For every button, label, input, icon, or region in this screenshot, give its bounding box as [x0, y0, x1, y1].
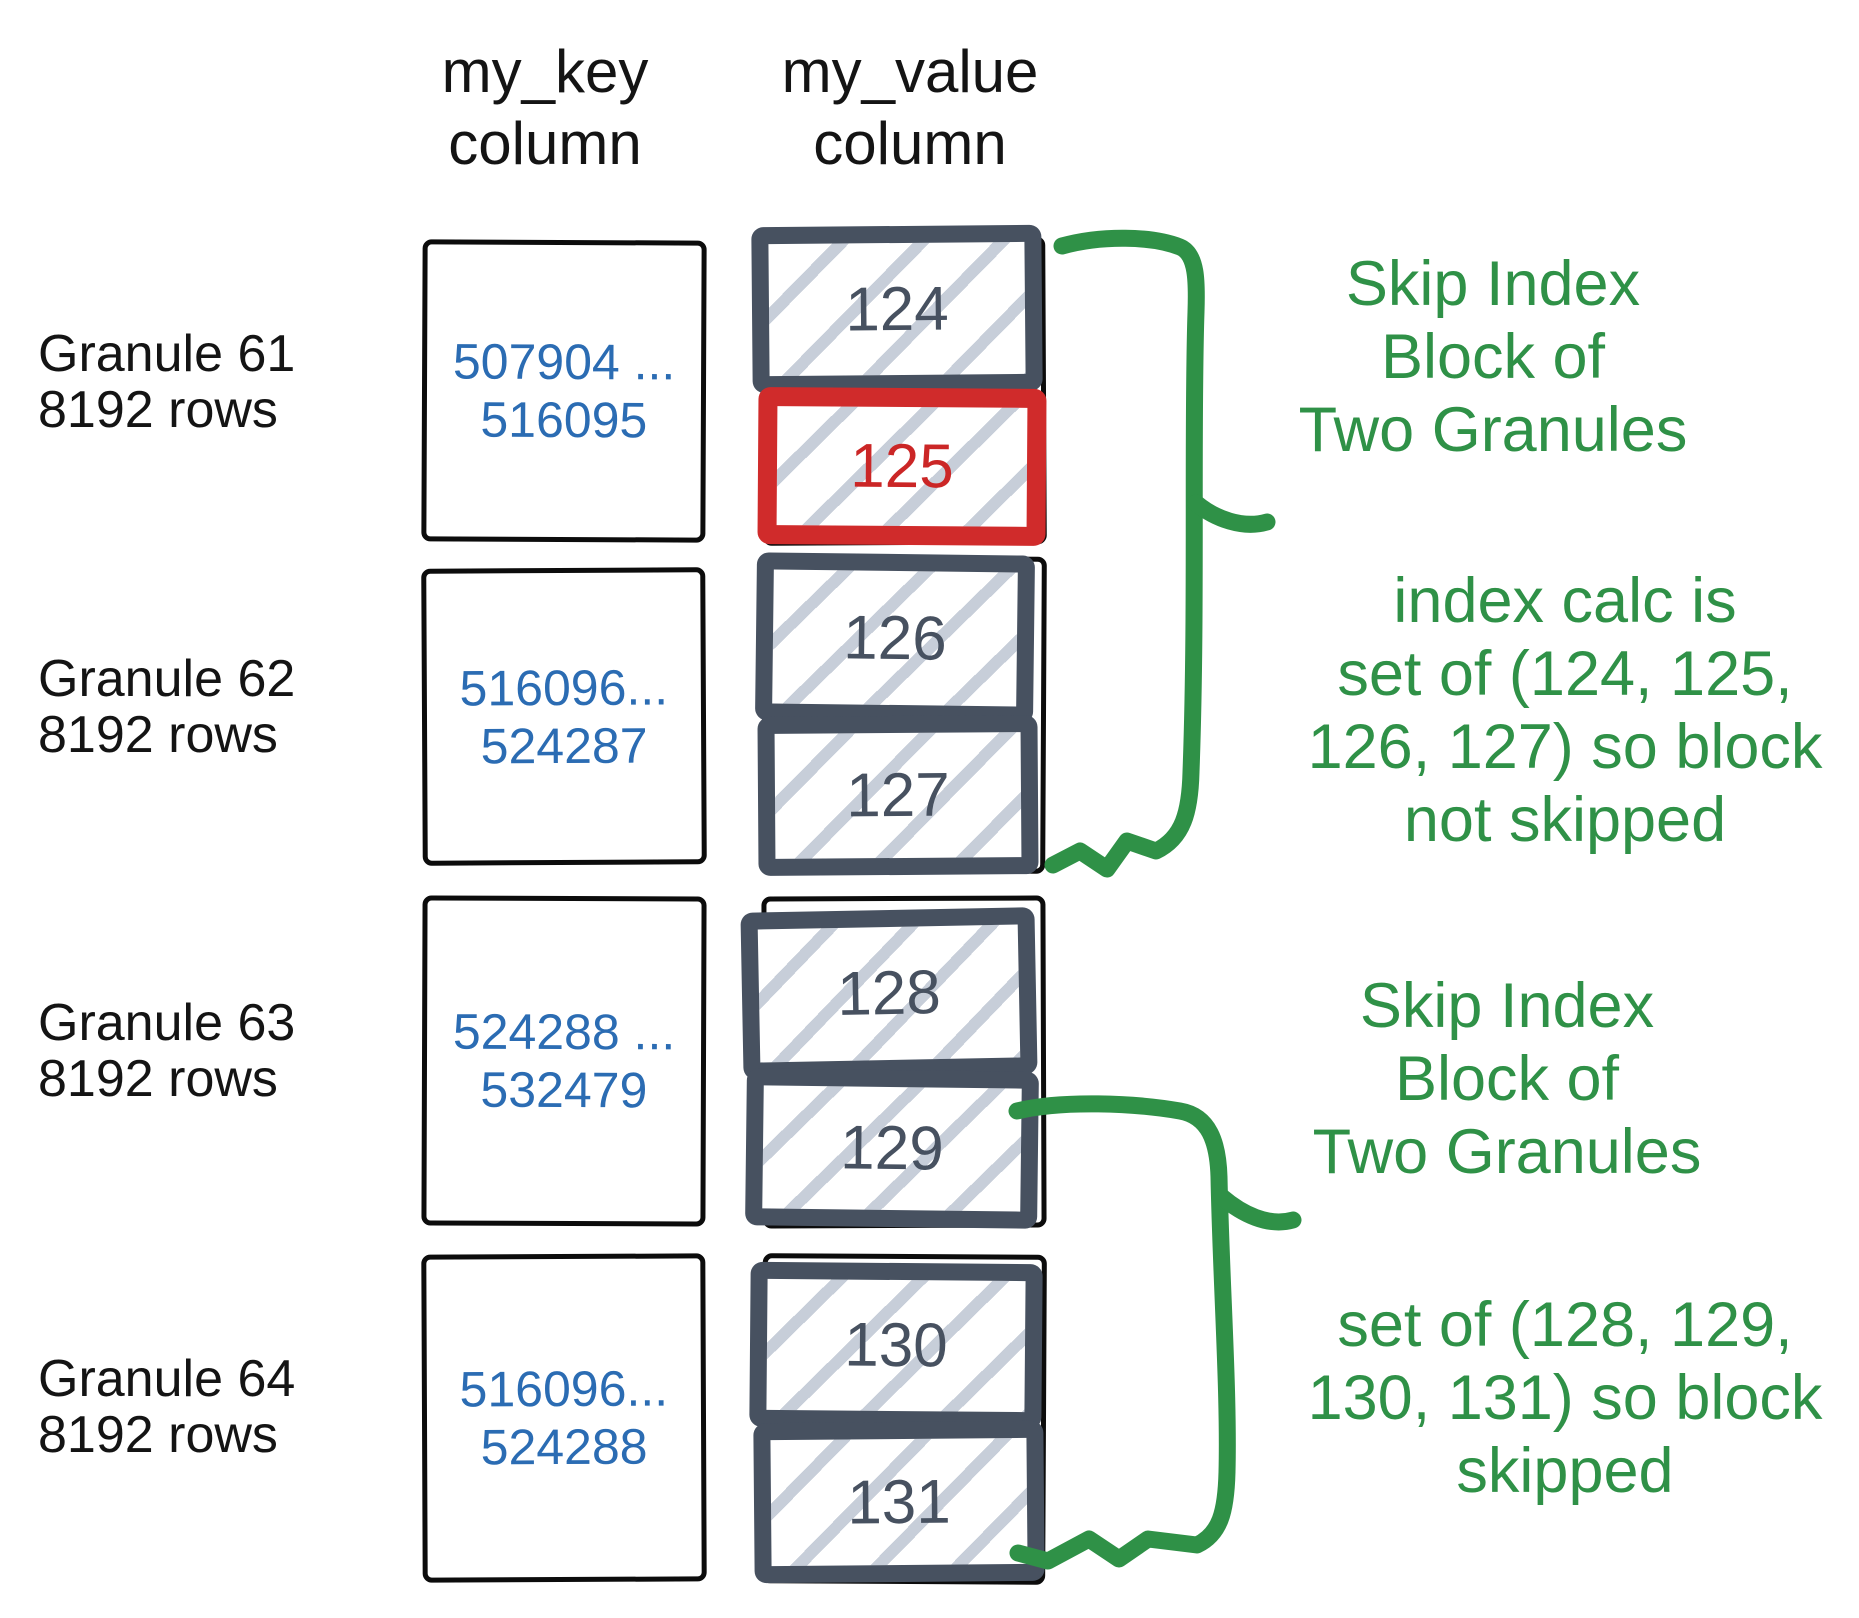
block-124-value: 124: [844, 274, 950, 344]
annotation-1-line3: Two Granules: [1298, 395, 1688, 465]
annotation-1-line2: Block of: [1380, 322, 1606, 392]
granule-62-key-range-line2: 524287: [480, 717, 648, 774]
granule-63-rowcount: 8192 rows: [38, 1050, 278, 1108]
granule-61-block-124: 124: [751, 224, 1043, 394]
value-column-header: my_value column: [760, 36, 1060, 180]
key-column-header-line1: my_key: [441, 38, 649, 105]
brace-granules-61-62: [1044, 229, 1205, 878]
granule-64-key-range-line2: 524288: [480, 1418, 648, 1476]
annotation-4-line1: set of (128, 129,: [1337, 1290, 1793, 1360]
granule-61-label: Granule 61 8192 rows: [38, 326, 358, 438]
granule-61-name: Granule 61: [38, 325, 296, 383]
granule-62-rowcount: 8192 rows: [38, 706, 278, 764]
block-131-value: 131: [846, 1467, 952, 1537]
granule-63-name: Granule 63: [38, 994, 296, 1052]
annotation-skip-index-block-1: Skip Index Block of Two Granules: [1233, 248, 1753, 467]
block-125-value: 125: [850, 431, 954, 502]
granule-62-block-127: 127: [757, 715, 1039, 876]
granule-62-name: Granule 62: [38, 650, 296, 708]
brace-tick-granules-61-62: [1187, 494, 1276, 533]
granule-63-key-range-line2: 532479: [480, 1061, 648, 1119]
granule-63-key-box: 524288 ... 532479: [421, 895, 707, 1227]
granule-64-block-130: 130: [749, 1261, 1043, 1430]
annotation-3-line1: Skip Index: [1359, 971, 1655, 1041]
annotation-2-line2: set of (124, 125,: [1337, 639, 1793, 709]
granule-62-key-range-line1: 516096...: [459, 658, 669, 717]
granule-64-key-box: 516096... 524288: [421, 1253, 707, 1583]
granule-62-key-box: 516096... 524287: [421, 567, 707, 866]
annotation-2-line3: 126, 127) so block: [1307, 712, 1823, 782]
granule-64-name: Granule 64: [38, 1350, 296, 1408]
granule-63-block-129: 129: [745, 1068, 1039, 1229]
granule-62-block-126: 126: [754, 552, 1036, 724]
block-126-value: 126: [842, 602, 948, 674]
block-129-value: 129: [839, 1113, 945, 1184]
granule-62-label: Granule 62 8192 rows: [38, 651, 358, 763]
granule-61-block-125-highlighted: 125: [757, 386, 1047, 547]
value-column-header-line1: my_value: [781, 38, 1039, 105]
block-127-value: 127: [846, 760, 950, 831]
block-128-value: 128: [836, 958, 942, 1029]
granule-61-rowcount: 8192 rows: [38, 381, 278, 439]
granule-61-key-range-line2: 516095: [480, 391, 648, 449]
key-column-header-line2: column: [448, 110, 642, 177]
key-column-header: my_key column: [395, 36, 695, 180]
annotation-4-line2: 130, 131) so block: [1307, 1363, 1823, 1433]
granule-64-label: Granule 64 8192 rows: [38, 1351, 358, 1463]
granule-64-rowcount: 8192 rows: [38, 1406, 278, 1464]
granule-61-key-box: 507904 ... 516095: [421, 239, 707, 543]
annotation-3-line2: Block of: [1394, 1044, 1620, 1114]
annotation-index-calc-not-skipped: index calc is set of (124, 125, 126, 127…: [1285, 565, 1845, 857]
granule-63-block-128: 128: [740, 907, 1038, 1080]
annotation-skip-index-block-2: Skip Index Block of Two Granules: [1247, 970, 1767, 1189]
brace-granules-63-64: [1008, 1095, 1236, 1570]
annotation-index-calc-skipped: set of (128, 129, 130, 131) so block ski…: [1285, 1289, 1845, 1508]
annotation-2-line4: not skipped: [1403, 785, 1727, 855]
value-column-header-line2: column: [813, 110, 1007, 177]
granule-64-key-range-line1: 516096...: [459, 1360, 669, 1418]
annotation-2-line1: index calc is: [1393, 566, 1737, 636]
block-130-value: 130: [843, 1310, 949, 1381]
granule-64-block-131: 131: [753, 1420, 1045, 1584]
annotation-1-line1: Skip Index: [1345, 249, 1641, 319]
annotation-3-line3: Two Granules: [1312, 1117, 1702, 1187]
granule-63-label: Granule 63 8192 rows: [38, 995, 358, 1107]
brace-tick-granules-63-64: [1213, 1188, 1302, 1231]
granule-63-key-range-line1: 524288 ...: [452, 1003, 676, 1061]
annotation-4-line3: skipped: [1456, 1436, 1674, 1506]
granule-61-key-range-line1: 507904 ...: [452, 333, 676, 391]
